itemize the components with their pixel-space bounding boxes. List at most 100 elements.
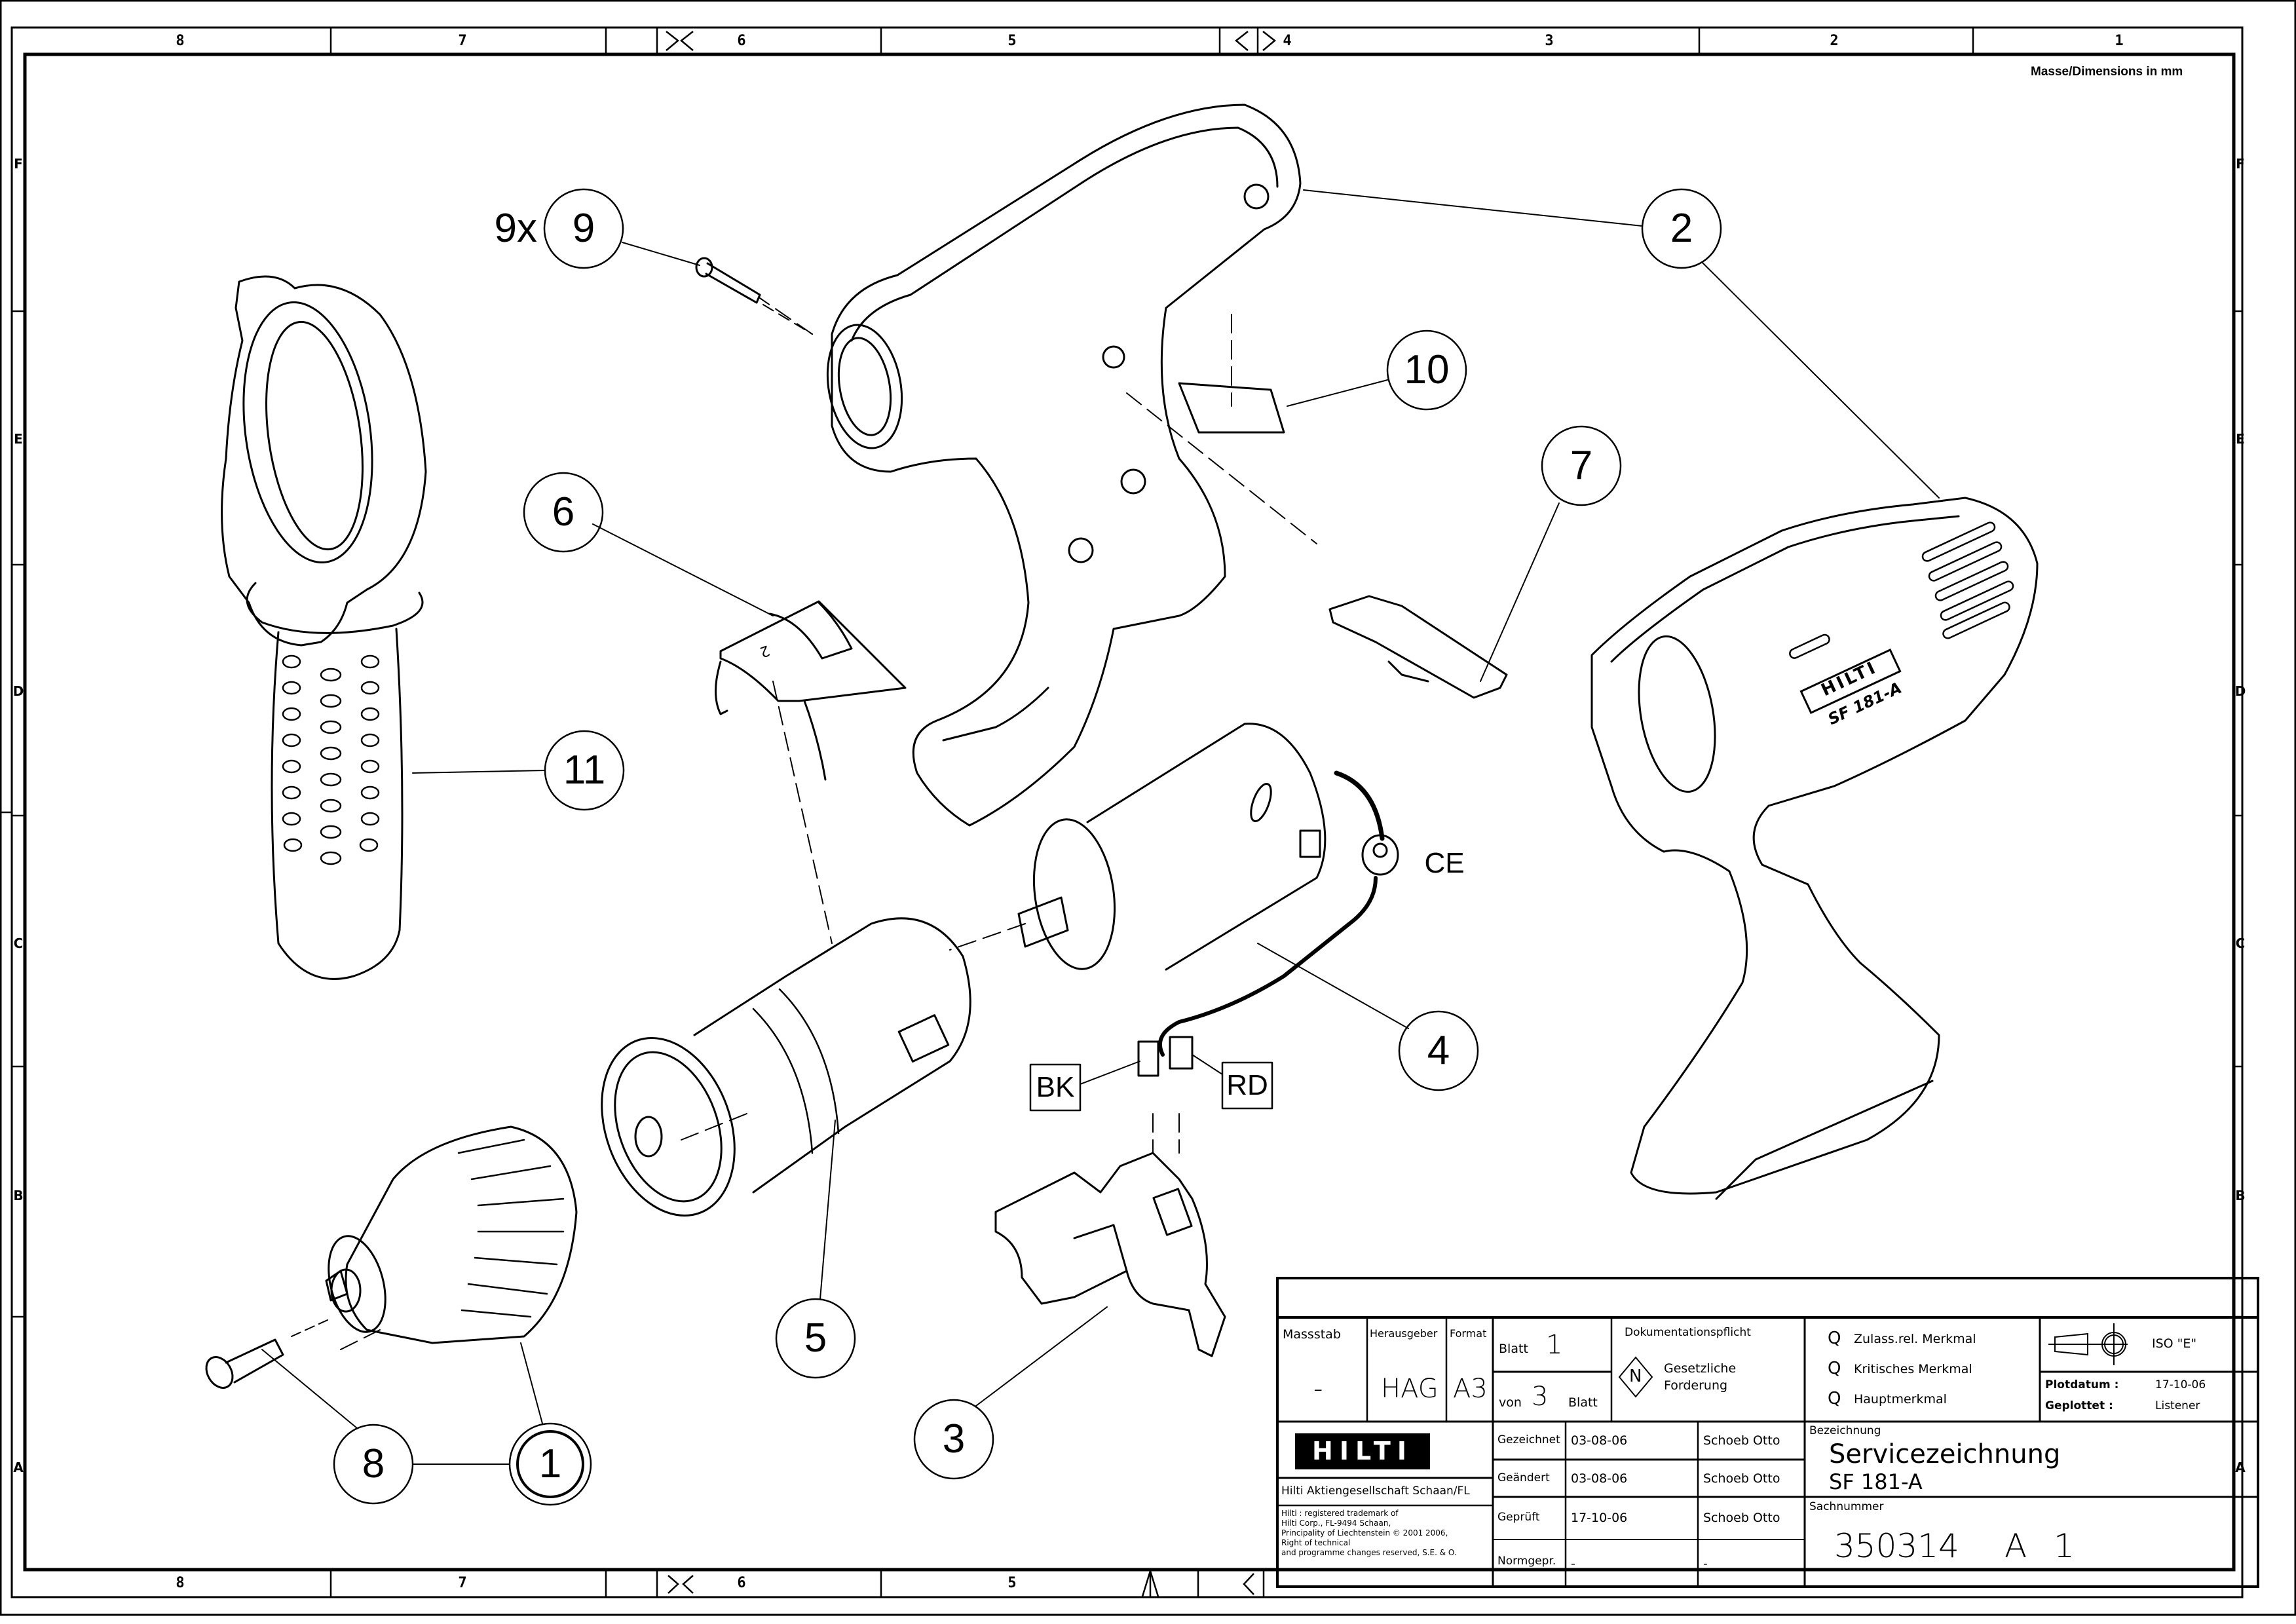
merkmal-label-3: Hauptmerkmal (1854, 1392, 1947, 1407)
balloon-8 (333, 1424, 414, 1505)
ruler-col-5: 5 (1007, 33, 1017, 49)
merkmal-q-2: Q (1828, 1359, 1841, 1378)
wire-tag-ce: CE (1424, 847, 1465, 879)
ruler-row-f: F (14, 156, 23, 172)
history-label-geaendert: Geändert (1497, 1471, 1550, 1484)
callout-5[interactable]: 5 (804, 1315, 827, 1361)
ruler-col-5-bottom: 5 (1007, 1575, 1017, 1591)
ruler-col-2: 2 (1830, 33, 1839, 49)
callout-4[interactable]: 4 (1427, 1028, 1450, 1073)
balloon-5 (775, 1298, 856, 1379)
ruler-col-4: 4 (1283, 33, 1292, 49)
blatt-value: 1 (1546, 1330, 1563, 1360)
callout-7[interactable]: 7 (1570, 443, 1593, 488)
merkmal-q-1: Q (1828, 1329, 1841, 1348)
clip-part (1328, 595, 1508, 699)
switch-cover-part (715, 600, 907, 781)
ruler-col-7: 7 (458, 33, 467, 49)
projection-label: ISO "E" (2152, 1336, 2197, 1351)
balloon-7 (1541, 425, 1622, 506)
balloon-9 (543, 188, 624, 269)
merkmal-label-1: Zulass.rel. Merkmal (1854, 1332, 1976, 1346)
format-value: A3 (1453, 1374, 1488, 1404)
label-part (1178, 382, 1285, 434)
hilti-logo: HILTI (1312, 1437, 1413, 1465)
wire-tag-rd: RD (1226, 1069, 1268, 1101)
callout-9[interactable]: 9 (572, 206, 595, 251)
dokumentation-symbol: N (1629, 1367, 1642, 1386)
ruler-col-3: 3 (1545, 33, 1554, 49)
geplottet-value: Listener (2155, 1399, 2200, 1412)
ruler-col-8-bottom: 8 (176, 1575, 185, 1591)
callout-11[interactable]: 11 (563, 747, 606, 793)
callout-2[interactable]: 2 (1670, 206, 1693, 251)
history-name-normgepr: - (1703, 1557, 1708, 1571)
ruler-col-7-bottom: 7 (458, 1575, 467, 1591)
herausgeber-value: HAG (1381, 1374, 1439, 1404)
callout-6[interactable]: 6 (552, 489, 575, 535)
massstab-label: Massstab (1283, 1327, 1341, 1342)
von-value: 3 (1532, 1382, 1549, 1412)
balloon-3 (913, 1399, 994, 1480)
bezeichnung-label: Bezeichnung (1809, 1424, 1881, 1437)
ruler-row-c: C (13, 935, 24, 951)
history-date-geprueft: 17-10-06 (1571, 1511, 1628, 1525)
herausgeber-label: Herausgeber (1370, 1327, 1438, 1340)
ruler-row-b-right: B (2235, 1188, 2246, 1203)
ruler-col-6: 6 (737, 33, 746, 49)
trigger-switch-part (994, 1152, 1226, 1357)
sachnummer-index: 1 (2054, 1527, 2075, 1565)
hilti-logo-plaque (1295, 1433, 1430, 1469)
callout-1[interactable]: 1 (538, 1441, 562, 1486)
von-suffix: Blatt (1568, 1395, 1598, 1410)
balloon-6 (523, 472, 604, 553)
legal-line-3: Principality of Liechtenstein © 2001 200… (1281, 1528, 1448, 1538)
motor-part (1017, 723, 1399, 1077)
callout-8[interactable]: 8 (362, 1441, 385, 1486)
ruler-row-b: B (13, 1188, 24, 1203)
callout-3[interactable]: 3 (942, 1416, 966, 1462)
ruler-row-e: E (14, 431, 23, 447)
ruler-col-1: 1 (2115, 33, 2124, 49)
history-date-geaendert: 03-08-06 (1571, 1471, 1628, 1486)
sachnummer-label: Sachnummer (1809, 1500, 1884, 1513)
chuck-part (325, 1125, 578, 1344)
ruler-row-f-right: F (2236, 156, 2245, 172)
balloon-1 (508, 1422, 592, 1506)
ruler-row-c-right: C (2235, 935, 2246, 951)
merkmal-label-2: Kritisches Merkmal (1854, 1362, 1972, 1376)
ruler-row-a: A (13, 1460, 24, 1475)
dimension-note: Masse/Dimensions in mm (2031, 65, 2183, 79)
chuck-screw-part (205, 1319, 328, 1389)
gearbox-part (601, 917, 971, 1217)
history-name-geprueft: Schoeb Otto (1703, 1511, 1780, 1525)
housing-half-right-part (1590, 497, 2039, 1200)
legal-line-2: Hilti Corp., FL-9494 Schaan, (1281, 1519, 1391, 1528)
balloon-2 (1641, 188, 1722, 269)
von-prefix: von (1499, 1395, 1522, 1410)
plotdatum-label: Plotdatum : (2045, 1378, 2119, 1391)
sachnummer-revision: A (2004, 1527, 2027, 1565)
bezeichnung-line-2: SF 181-A (1829, 1469, 1923, 1494)
merkmal-q-3: Q (1828, 1389, 1841, 1408)
company-name: Hilti Aktiengesellschaft Schaan/FL (1281, 1484, 1470, 1498)
legal-line-5: and programme changes reserved, S.E. & O… (1281, 1548, 1457, 1557)
blatt-label: Blatt (1499, 1342, 1528, 1356)
callout-9-qty: 9x (494, 206, 537, 251)
housing-logo-mark (1799, 648, 1902, 715)
ruler-col-6-bottom: 6 (737, 1575, 746, 1591)
callout-10[interactable]: 10 (1404, 347, 1450, 392)
side-handle-part (221, 275, 427, 980)
dokumentation-text-2: Forderung (1664, 1378, 1728, 1393)
history-label-normgepr: Normgepr. (1497, 1555, 1556, 1568)
ruler-row-a-right: A (2235, 1460, 2246, 1475)
balloon-11 (544, 730, 625, 811)
history-label-gezeichnet: Gezeichnet (1497, 1433, 1560, 1446)
history-name-gezeichnet: Schoeb Otto (1703, 1433, 1780, 1448)
wire-tag-bk: BK (1036, 1071, 1075, 1103)
massstab-value: - (1313, 1374, 1323, 1404)
legal-line-4: Right of technical (1281, 1538, 1351, 1547)
